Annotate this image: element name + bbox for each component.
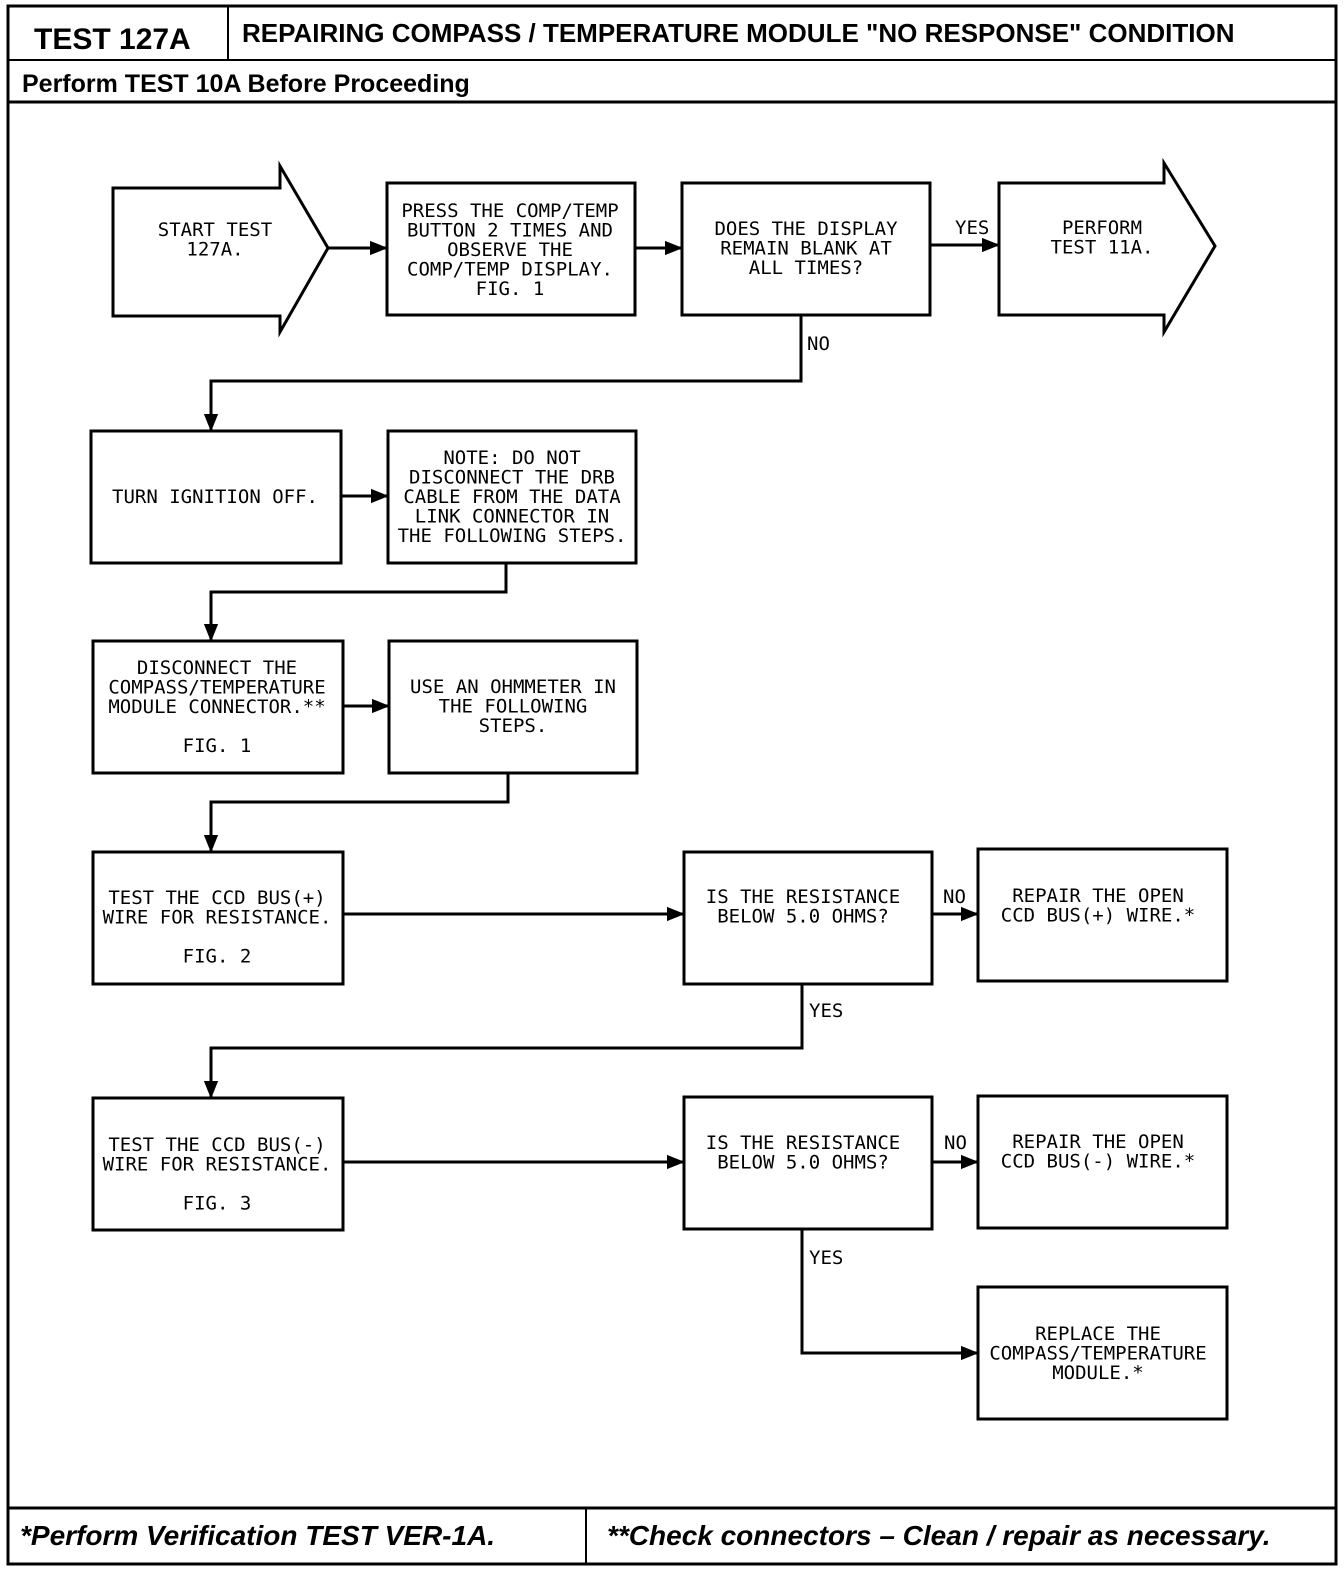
edge-label-yes: YES — [809, 1247, 843, 1269]
page-title: REPAIRING COMPASS / TEMPERATURE MODULE "… — [242, 18, 1235, 48]
test-bus-plus-node — [91, 850, 345, 986]
node-text-line: LINK CONNECTOR IN — [415, 506, 609, 528]
ignition-off-label: TURN IGNITION OFF. — [112, 486, 318, 508]
node-text-line: DISCONNECT THE DRB — [409, 467, 615, 489]
node-text-line: IS THE RESISTANCE — [706, 1132, 900, 1154]
start-arrow-node — [111, 160, 330, 338]
edge-label-yes: YES — [809, 1000, 843, 1022]
node-text-line: CABLE FROM THE DATA — [403, 486, 621, 508]
node-text-line: DISCONNECT THE — [137, 657, 297, 679]
node-text-line: FIG. 1 — [476, 278, 545, 300]
node-text-line: USE AN OHMMETER IN — [410, 676, 616, 698]
replace-module-node — [976, 1285, 1229, 1421]
test-bus-minus-label: TEST THE CCD BUS(-)WIRE FOR RESISTANCE. F… — [103, 1134, 332, 1215]
node-text-line: COMPASS/TEMPERATURE — [108, 677, 325, 699]
footer-verification-note: *Perform Verification TEST VER-1A. — [20, 1520, 495, 1551]
edge-label-no: NO — [807, 333, 830, 355]
node-text-line: REPLACE THE — [1035, 1323, 1161, 1345]
node-text-line: IS THE RESISTANCE — [706, 886, 900, 908]
test-bus-minus-node — [91, 1096, 345, 1232]
edge-label-yes: YES — [955, 217, 989, 239]
node-text-line: NOTE: DO NOT — [443, 447, 580, 469]
node-text-line: PRESS THE COMP/TEMP — [401, 200, 618, 222]
node-text-line: WIRE FOR RESISTANCE. — [103, 907, 332, 929]
repair-bus-plus-node — [976, 847, 1229, 983]
node-text-line: TURN IGNITION OFF. — [112, 486, 318, 508]
node-text-line: CCD BUS(-) WIRE.* — [1001, 1151, 1195, 1173]
ignition-off-node — [89, 429, 343, 565]
node-text-line: BELOW 5.0 OHMS? — [717, 1152, 889, 1174]
node-text-line: STEPS. — [479, 715, 548, 737]
node-text-line: REPAIR THE OPEN — [1012, 1131, 1184, 1153]
page-frame — [6, 4, 1338, 1566]
node-text-line: TEST 11A. — [1051, 237, 1154, 259]
node-text-line: COMP/TEMP DISPLAY. — [407, 259, 613, 281]
node-text-line: TEST THE CCD BUS(-) — [108, 1134, 325, 1156]
node-text-line: THE FOLLOWING STEPS. — [398, 525, 627, 547]
node-text-line: TEST THE CCD BUS(+) — [108, 887, 325, 909]
edge-label-no: NO — [943, 886, 966, 908]
connector-ohmmeter-to-bus-plus — [203, 773, 510, 853]
edge-label-no: NO — [944, 1132, 967, 1154]
test-id: TEST 127A — [34, 23, 191, 56]
node-text-line: FIG. 2 — [183, 946, 252, 968]
node-text-line: COMPASS/TEMPERATURE — [989, 1343, 1206, 1365]
node-text-line: 127A. — [186, 239, 243, 261]
connector-yes-to-bus-minus — [203, 984, 804, 1099]
node-text-line: REMAIN BLANK AT — [720, 238, 892, 260]
node-text-line: OBSERVE THE — [447, 239, 573, 261]
node-text-line: PERFORM — [1062, 217, 1142, 239]
node-text-line: CCD BUS(+) WIRE.* — [1001, 905, 1195, 927]
node-text-line: DOES THE DISPLAY — [714, 218, 898, 240]
repair-bus-minus-node — [976, 1094, 1229, 1230]
node-text-line: FIG. 1 — [183, 735, 252, 757]
resistance-decision-2 — [682, 1095, 934, 1231]
perform-11a-arrow-node — [997, 157, 1217, 338]
footer-connector-note: **Check connectors – Clean / repair as n… — [607, 1520, 1271, 1551]
node-text-line: BELOW 5.0 OHMS? — [717, 906, 889, 928]
connector-no-to-ignition — [203, 315, 803, 432]
node-text-line: FIG. 3 — [183, 1193, 252, 1215]
node-text-line: WIRE FOR RESISTANCE. — [103, 1154, 332, 1176]
connector-yes-to-replace — [800, 1229, 979, 1361]
connector-note-to-disconnect — [203, 563, 508, 642]
node-text-line: THE FOLLOWING — [439, 696, 588, 718]
note-drb-node — [386, 429, 638, 565]
node-text-line: REPAIR THE OPEN — [1012, 885, 1184, 907]
node-text-line: MODULE.* — [1052, 1362, 1144, 1384]
precondition-note: Perform TEST 10A Before Proceeding — [22, 70, 470, 98]
test-bus-plus-label: TEST THE CCD BUS(+)WIRE FOR RESISTANCE. F… — [103, 887, 332, 968]
node-text-line: START TEST — [158, 219, 272, 241]
node-text-line: ALL TIMES? — [749, 257, 863, 279]
node-text-line: MODULE CONNECTOR.** — [108, 696, 325, 718]
node-text-line: BUTTON 2 TIMES AND — [407, 220, 613, 242]
